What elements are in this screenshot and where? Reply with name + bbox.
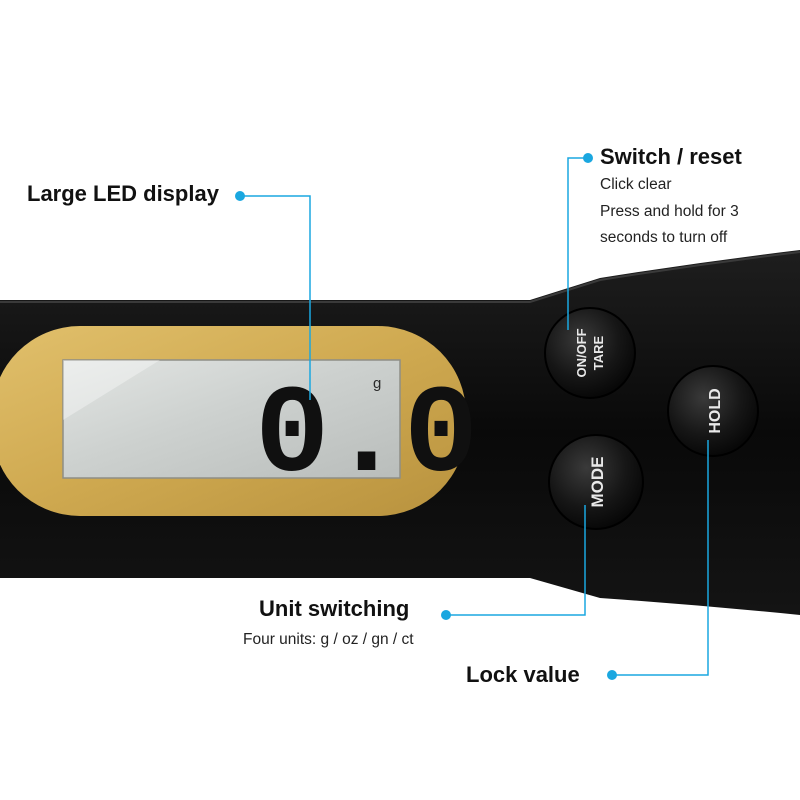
mode-callout-line-1: Four units: g / oz / gn / ct [243,631,414,648]
mode-button[interactable]: MODE [548,434,644,530]
lcd-glare [63,360,160,420]
power-button-label-line2: TARE [591,335,606,370]
power-callout-line-1: Click clear [600,176,672,193]
display-callout-title: Large LED display [27,181,219,206]
power-tare-button[interactable]: ON/OFF TARE [544,307,636,399]
power-callout-line-3: seconds to turn off [600,229,728,246]
lcd-screen [62,359,401,479]
power-callout-line-2: Press and hold for 3 [600,203,739,220]
mode-callout-dot [441,610,451,620]
display-callout-line [240,195,311,400]
mode-button-label: MODE [588,457,607,508]
hold-button[interactable]: HOLD [667,365,759,457]
hold-callout-line [612,440,709,676]
display-callout-dot [235,191,245,201]
power-callout-line [567,157,588,330]
power-callout-dot [583,153,593,163]
power-callout-title: Switch / reset [600,144,742,169]
callout-dots [235,153,617,680]
power-button-label-line1: ON/OFF [574,328,589,377]
lcd-unit: g [373,375,381,392]
mode-callout-title: Unit switching [259,596,410,621]
hold-callout-title: Lock value [466,662,580,687]
scale-body-highlight [0,251,800,303]
lcd-reading: 0.0 [255,368,478,508]
hold-callout-dot [607,670,617,680]
callout-lines [240,157,709,676]
mode-callout-line [446,505,586,616]
hold-button-label: HOLD [707,388,724,433]
